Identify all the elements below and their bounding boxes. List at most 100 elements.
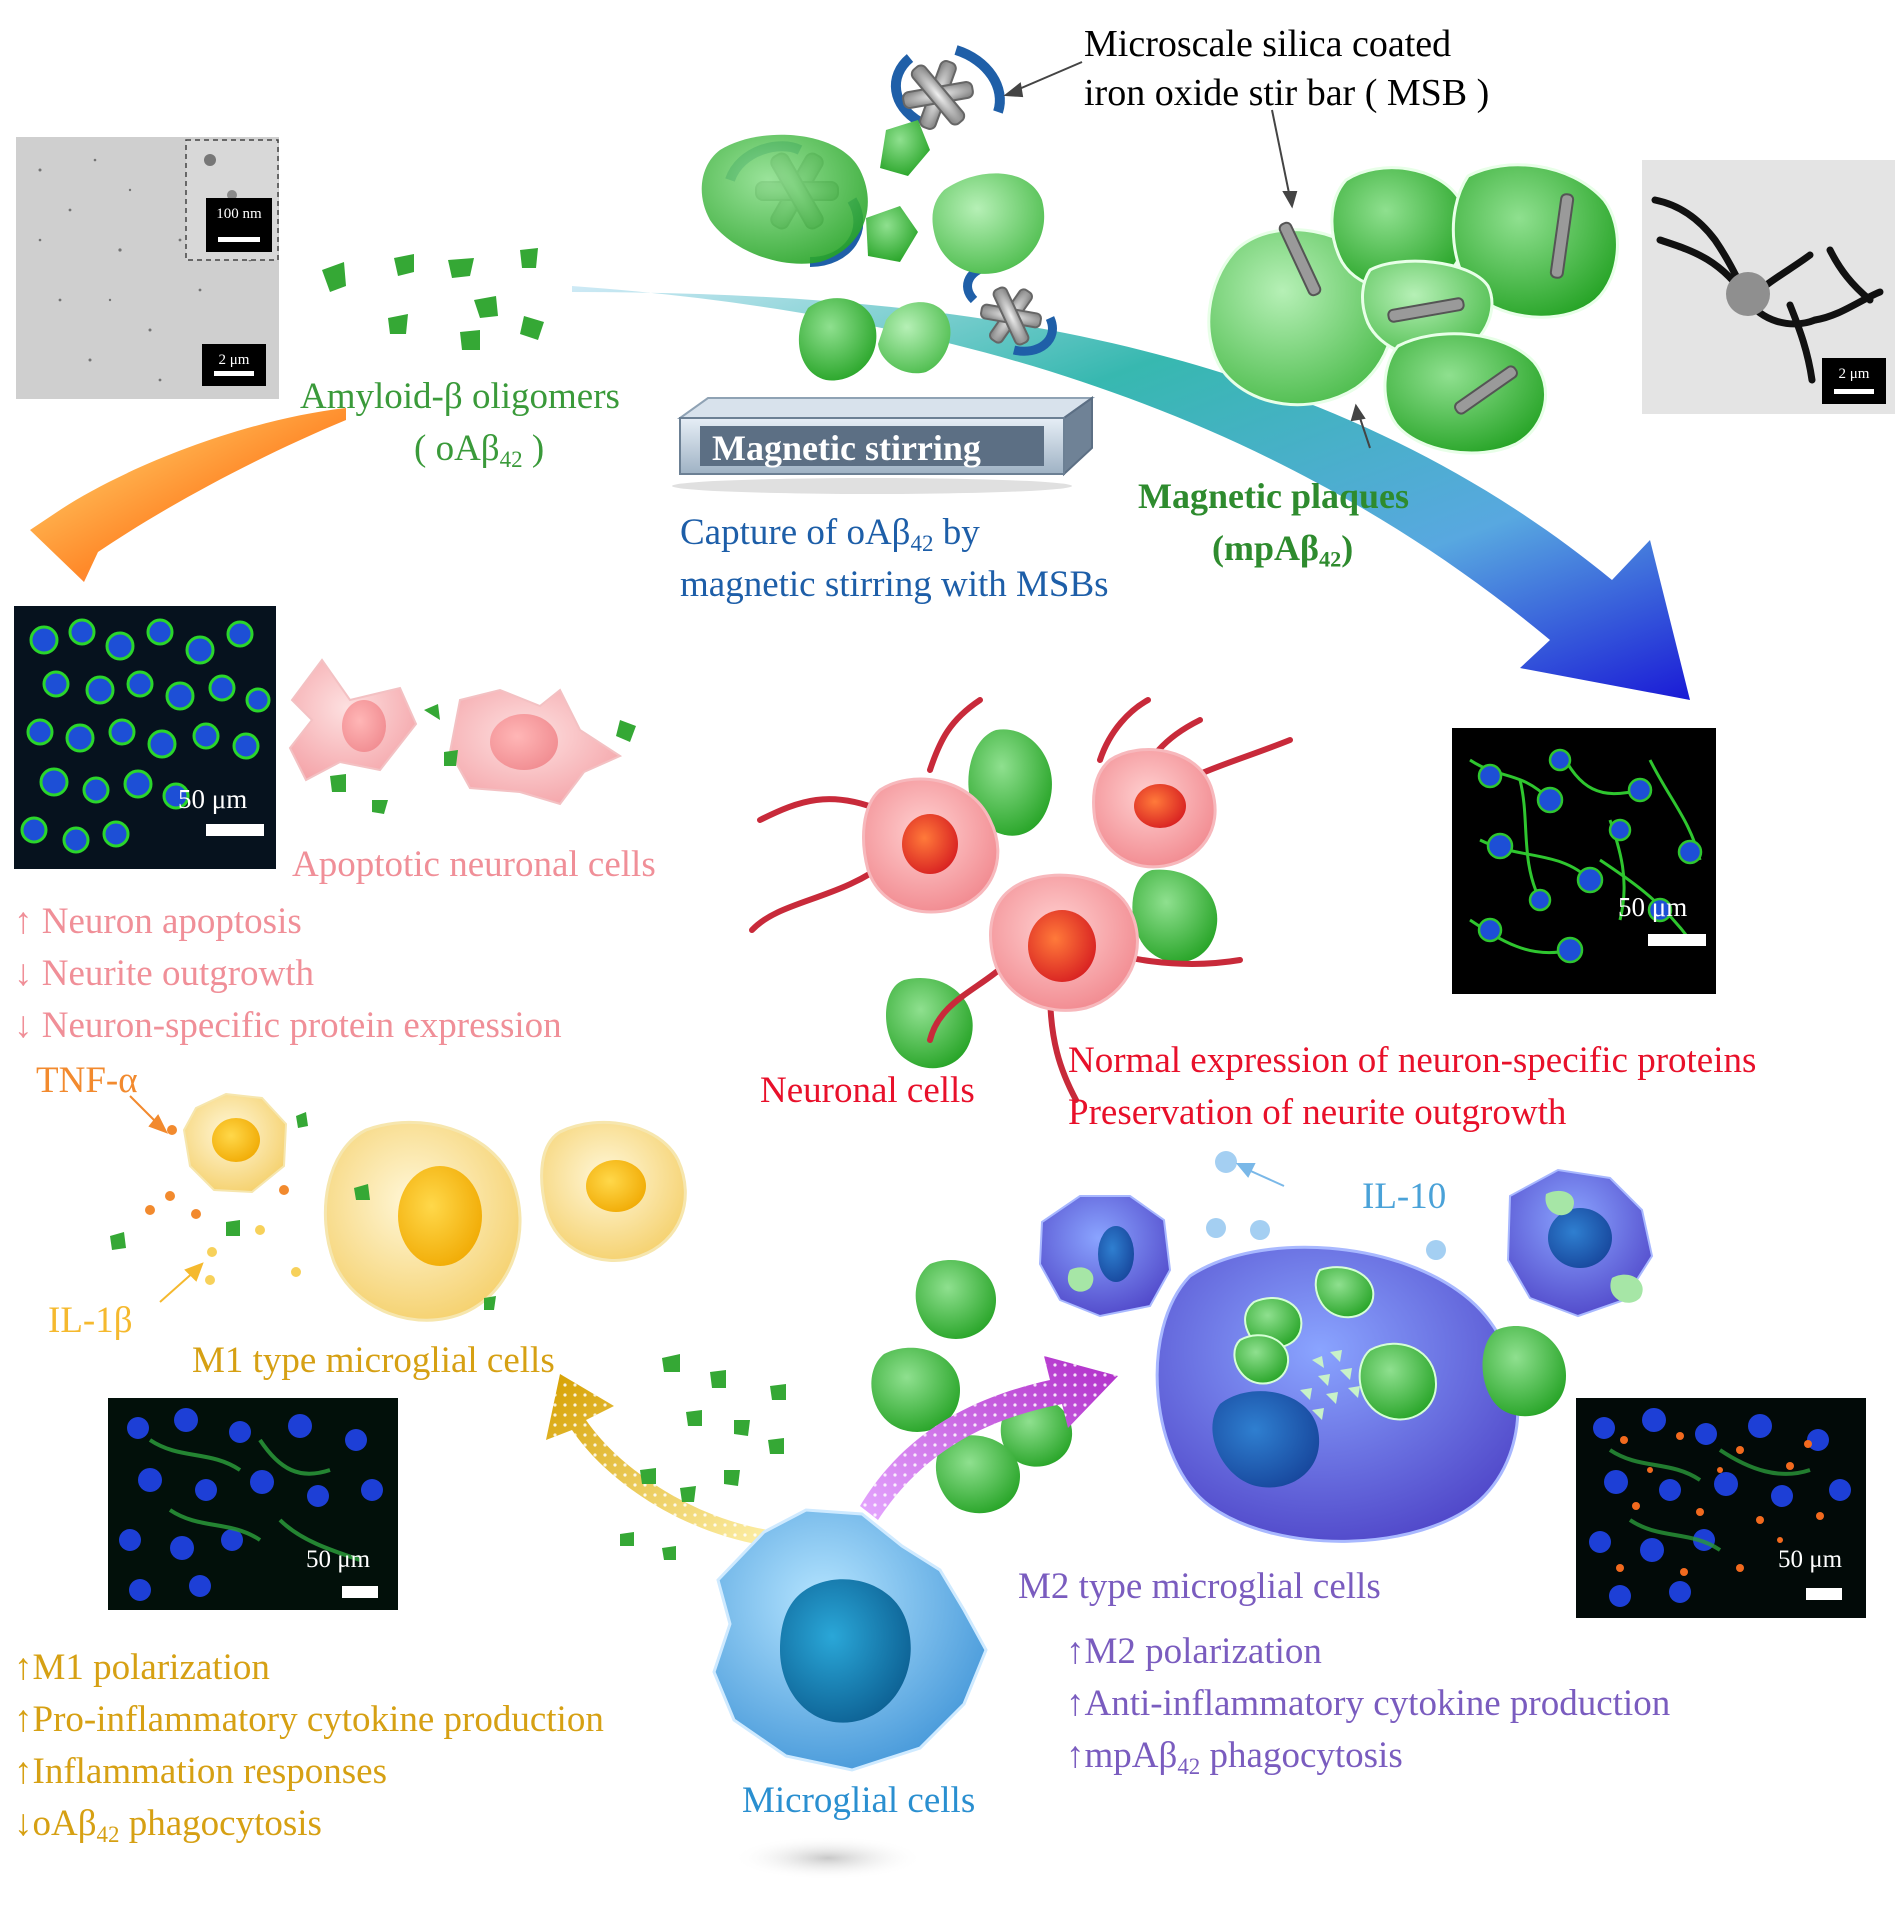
tem-right-scale-label: 2 μm [1838, 366, 1870, 382]
orange-arrow [30, 408, 346, 582]
m2-effect-arrow: ↑ [1066, 1683, 1085, 1724]
m2-effects-list: ↑M2 polarization ↑Anti-inflammatory cyto… [1066, 1626, 1670, 1782]
apoptotic-label: Apoptotic neuronal cells [292, 844, 656, 885]
m2-effect-item: ↑M2 polarization [1066, 1626, 1670, 1678]
fluorescence-m2 [1576, 1398, 1866, 1618]
m1-effects-list: ↑M1 polarization ↑Pro-inflammatory cytok… [14, 1642, 604, 1850]
oligomer-pieces-lower [620, 1354, 786, 1560]
m1-effect-text: Inflammation responses [32, 1751, 388, 1792]
neuronal-cells-label: Neuronal cells [760, 1070, 975, 1111]
capture-line1-post: by [933, 512, 980, 553]
msb-label: Microscale silica coated iron oxide stir… [1084, 23, 1490, 115]
plaques-abbr-pre: (mpAβ [1212, 528, 1319, 568]
neuron-effect-text: Neuron apoptosis [41, 901, 302, 942]
il1b-pointer-line [159, 1262, 204, 1303]
neuron-effect-arrow: ↓ [14, 1005, 33, 1046]
magnetic-plaques-label: Magnetic plaques [1138, 476, 1410, 516]
cytokine-pointer-lines [129, 1095, 169, 1134]
m1-microglial-cells [110, 1092, 687, 1322]
m2-effect-text: mpAβ [1084, 1735, 1178, 1776]
msb-cluster-lower [963, 261, 1057, 356]
m2-effect-text: Anti-inflammatory cytokine production [1084, 1683, 1671, 1724]
m1-effect-item: ↑Pro-inflammatory cytokine production [14, 1694, 604, 1746]
fluor-m1-scale-label: 50 μm [306, 1546, 371, 1573]
m1-effect-sub: 42 [96, 1821, 120, 1847]
amyloid-abbr-sub: 42 [499, 446, 523, 472]
m2-label: M2 type microglial cells [1018, 1566, 1381, 1607]
normal-expression-label: Normal expression of neuron-specific pro… [1068, 1040, 1757, 1081]
tem-micrograph-left [16, 137, 279, 399]
plaques-abbr-sub: 42 [1318, 546, 1342, 572]
fluor-apoptotic-scale-label: 50 μm [178, 784, 248, 814]
amyloid-abbr-label: ( oAβ42 ) [414, 428, 544, 471]
amyloid-label: Amyloid-β oligomers [300, 376, 620, 417]
amyloid-abbr-close: ) [522, 428, 545, 469]
neuron-effects-list: ↑ Neuron apoptosis ↓ Neurite outgrowth ↓… [14, 896, 562, 1052]
apoptotic-neuron-cells [288, 658, 636, 814]
fluor-normal-scale-label: 50 μm [1618, 892, 1688, 922]
oligomer-fragments-top [701, 120, 1045, 381]
neuron-effect-item: ↓ Neurite outgrowth [14, 948, 562, 1000]
neuron-effect-item: ↓ Neuron-specific protein expression [14, 1000, 562, 1052]
tem-left-scale-label: 2 μm [218, 352, 250, 368]
il10-pointer-line [1235, 1163, 1285, 1187]
m1-effect-text: oAβ [32, 1803, 97, 1844]
fluor-apoptotic-scale-bar [206, 824, 264, 836]
capture-label-line1: Capture of oAβ42 by [680, 512, 980, 555]
neuron-effect-item: ↑ Neuron apoptosis [14, 896, 562, 948]
il-1b-label: IL-1β [48, 1300, 133, 1341]
m1-effect-text-post: phagocytosis [119, 1803, 322, 1844]
m2-effect-sub: 42 [1177, 1753, 1201, 1779]
fluorescence-apoptotic [14, 606, 276, 869]
m1-label: M1 type microglial cells [192, 1340, 555, 1381]
amyloid-abbr-open: ( oAβ [414, 428, 500, 469]
healthy-neuron-cells [749, 697, 1293, 1103]
m2-effect-text: M2 polarization [1084, 1631, 1322, 1672]
neuron-effect-text: Neurite outgrowth [41, 953, 315, 994]
tem-inset-scale-label: 100 nm [216, 206, 262, 222]
msb-pointer-lines [1003, 61, 1371, 449]
msb-cluster-top [890, 45, 1005, 130]
tem-right-scale-box: 2 μm [1822, 358, 1886, 404]
tem-inset-scale-box: 100 nm [206, 198, 272, 252]
m1-effect-text: M1 polarization [32, 1647, 270, 1688]
fluor-m2-scale-bar [1806, 1588, 1842, 1600]
neuron-effect-arrow: ↓ [14, 953, 33, 994]
m1-effect-item: ↑M1 polarization [14, 1642, 604, 1694]
m2-polarization-arrow [860, 1356, 1118, 1520]
magnetic-plaques-abbr-label: (mpAβ42) [1212, 528, 1354, 572]
m2-effect-text-post: phagocytosis [1200, 1735, 1403, 1776]
tem-left-scale-box: 2 μm [202, 344, 266, 386]
m1-effect-arrow: ↑ [14, 1751, 33, 1792]
m2-microglial-cells [1038, 1151, 1654, 1543]
microglial-cells-label: Microglial cells [742, 1780, 976, 1821]
preservation-label: Preservation of neurite outgrowth [1068, 1092, 1567, 1133]
m2-effect-arrow: ↑ [1066, 1735, 1085, 1776]
neuron-effect-text: Neuron-specific protein expression [41, 1005, 562, 1046]
m1-effect-item: ↑Inflammation responses [14, 1746, 604, 1798]
magnetic-plaques-cluster [1207, 163, 1619, 455]
fluorescence-m1 [108, 1398, 398, 1610]
resting-microglial-cell [712, 1508, 988, 1880]
fluor-m2-scale-label: 50 μm [1778, 1546, 1843, 1573]
m2-effect-arrow: ↑ [1066, 1631, 1085, 1672]
fluorescence-normal [1452, 728, 1716, 994]
m1-effect-arrow: ↑ [14, 1647, 33, 1688]
tnf-alpha-label: TNF-α [36, 1060, 138, 1101]
m2-effect-item: ↑Anti-inflammatory cytokine production [1066, 1678, 1670, 1730]
il-10-label: IL-10 [1362, 1176, 1447, 1217]
m1-effect-text: Pro-inflammatory cytokine production [32, 1699, 604, 1740]
oligomer-pieces [322, 248, 544, 350]
neuron-effect-arrow: ↑ [14, 901, 33, 942]
m1-effect-arrow: ↓ [14, 1803, 33, 1844]
fluor-m1-scale-bar [342, 1586, 378, 1598]
m1-effect-item: ↓oAβ42 phagocytosis [14, 1798, 604, 1850]
teal-flow-arrow [572, 286, 1690, 700]
m1-polarization-arrow [546, 1374, 784, 1548]
fluor-normal-scale-bar [1648, 934, 1706, 946]
magnetic-stirring-box [672, 396, 1096, 494]
magnetic-stirring-label: Magnetic stirring [712, 428, 981, 468]
m2-effect-item: ↑mpAβ42 phagocytosis [1066, 1730, 1670, 1782]
plaques-abbr-post: ) [1341, 528, 1354, 568]
